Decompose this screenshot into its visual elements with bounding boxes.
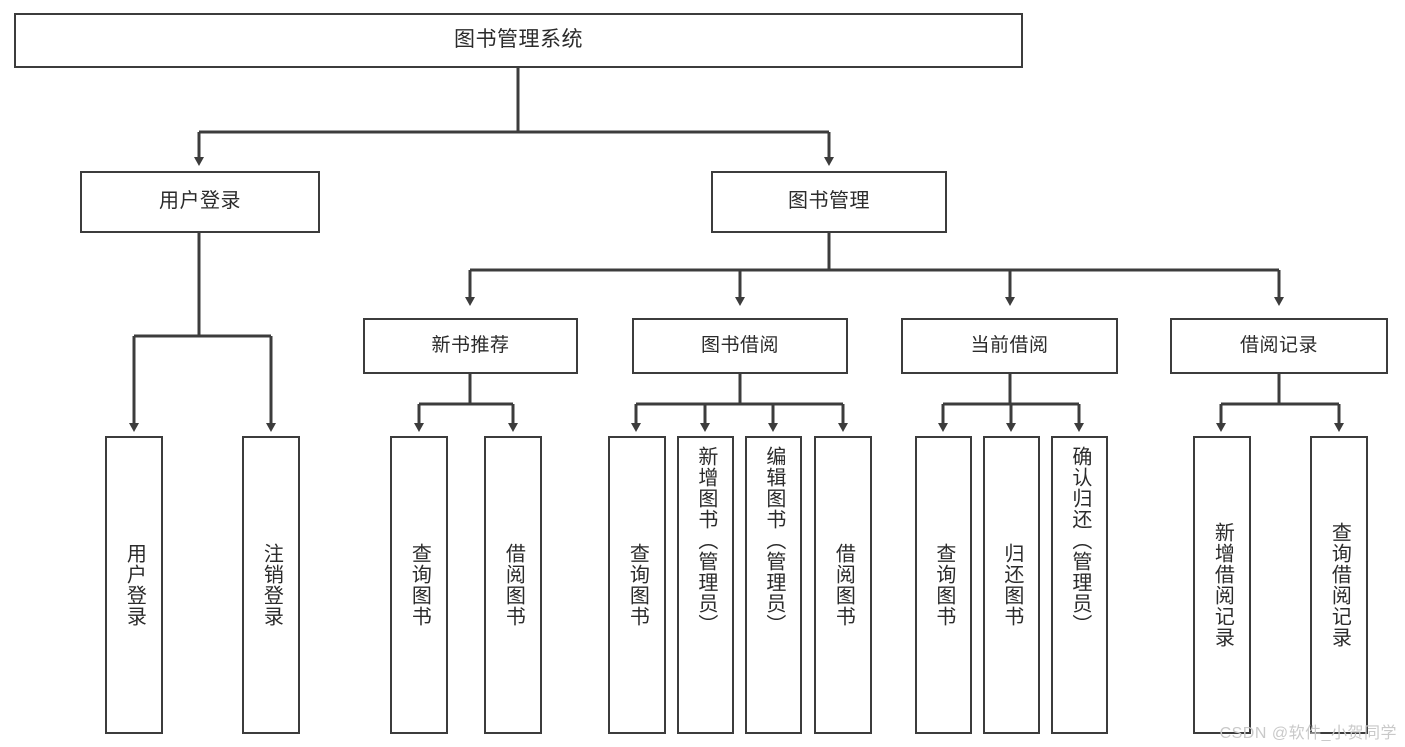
- node-leaf-borrow-book-recommend[interactable]: 借阅图书: [484, 436, 542, 734]
- node-leaf-add-borrow-record[interactable]: 新增借阅记录: [1193, 436, 1251, 734]
- node-leaf-return-book[interactable]: 归还图书: [983, 436, 1040, 734]
- node-leaf-user-login[interactable]: 用户登录: [105, 436, 163, 734]
- watermark-text: CSDN @软件_小贺同学: [1219, 725, 1397, 742]
- node-leaf-query-book-current[interactable]: 查询图书: [915, 436, 972, 734]
- node-label: 图书管理: [788, 190, 870, 213]
- node-leaf-query-book-borrow[interactable]: 查询图书: [608, 436, 666, 734]
- node-label: 新书推荐: [431, 334, 510, 356]
- node-label: 图书管理系统: [454, 28, 583, 52]
- node-leaf-edit-book-admin[interactable]: 编辑图书（管理员）: [745, 436, 802, 734]
- node-book-management[interactable]: 图书管理: [711, 171, 947, 233]
- node-label: 查询图书: [626, 543, 649, 627]
- node-label: 查询借阅记录: [1328, 522, 1351, 648]
- node-label: 用户登录: [123, 543, 146, 627]
- node-root-system[interactable]: 图书管理系统: [14, 13, 1023, 68]
- node-new-book-recommend[interactable]: 新书推荐: [363, 318, 578, 374]
- node-user-login[interactable]: 用户登录: [80, 171, 320, 233]
- node-borrow-record[interactable]: 借阅记录: [1170, 318, 1388, 374]
- node-label: 注销登录: [260, 543, 283, 627]
- node-label: 当前借阅: [970, 334, 1049, 356]
- node-leaf-borrow-book[interactable]: 借阅图书: [814, 436, 872, 734]
- node-label: 借阅记录: [1239, 334, 1318, 356]
- node-label: 查询图书: [408, 543, 431, 627]
- node-book-borrow[interactable]: 图书借阅: [632, 318, 848, 374]
- node-leaf-confirm-return-admin[interactable]: 确认归还（管理员）: [1051, 436, 1108, 734]
- node-label: 新增图书（管理员）: [694, 446, 717, 635]
- node-label: 查询图书: [932, 543, 955, 627]
- node-leaf-logout[interactable]: 注销登录: [242, 436, 300, 734]
- node-label: 编辑图书（管理员）: [762, 446, 785, 635]
- node-leaf-query-borrow-record[interactable]: 查询借阅记录: [1310, 436, 1368, 734]
- node-label: 图书借阅: [700, 334, 779, 356]
- node-label: 新增借阅记录: [1211, 522, 1234, 648]
- node-label: 归还图书: [1000, 543, 1023, 627]
- node-current-borrow[interactable]: 当前借阅: [901, 318, 1118, 374]
- node-label: 借阅图书: [502, 543, 525, 627]
- node-label: 确认归还（管理员）: [1068, 446, 1091, 635]
- node-leaf-query-book-recommend[interactable]: 查询图书: [390, 436, 448, 734]
- node-leaf-add-book-admin[interactable]: 新增图书（管理员）: [677, 436, 734, 734]
- node-label: 借阅图书: [832, 543, 855, 627]
- node-label: 用户登录: [159, 190, 241, 213]
